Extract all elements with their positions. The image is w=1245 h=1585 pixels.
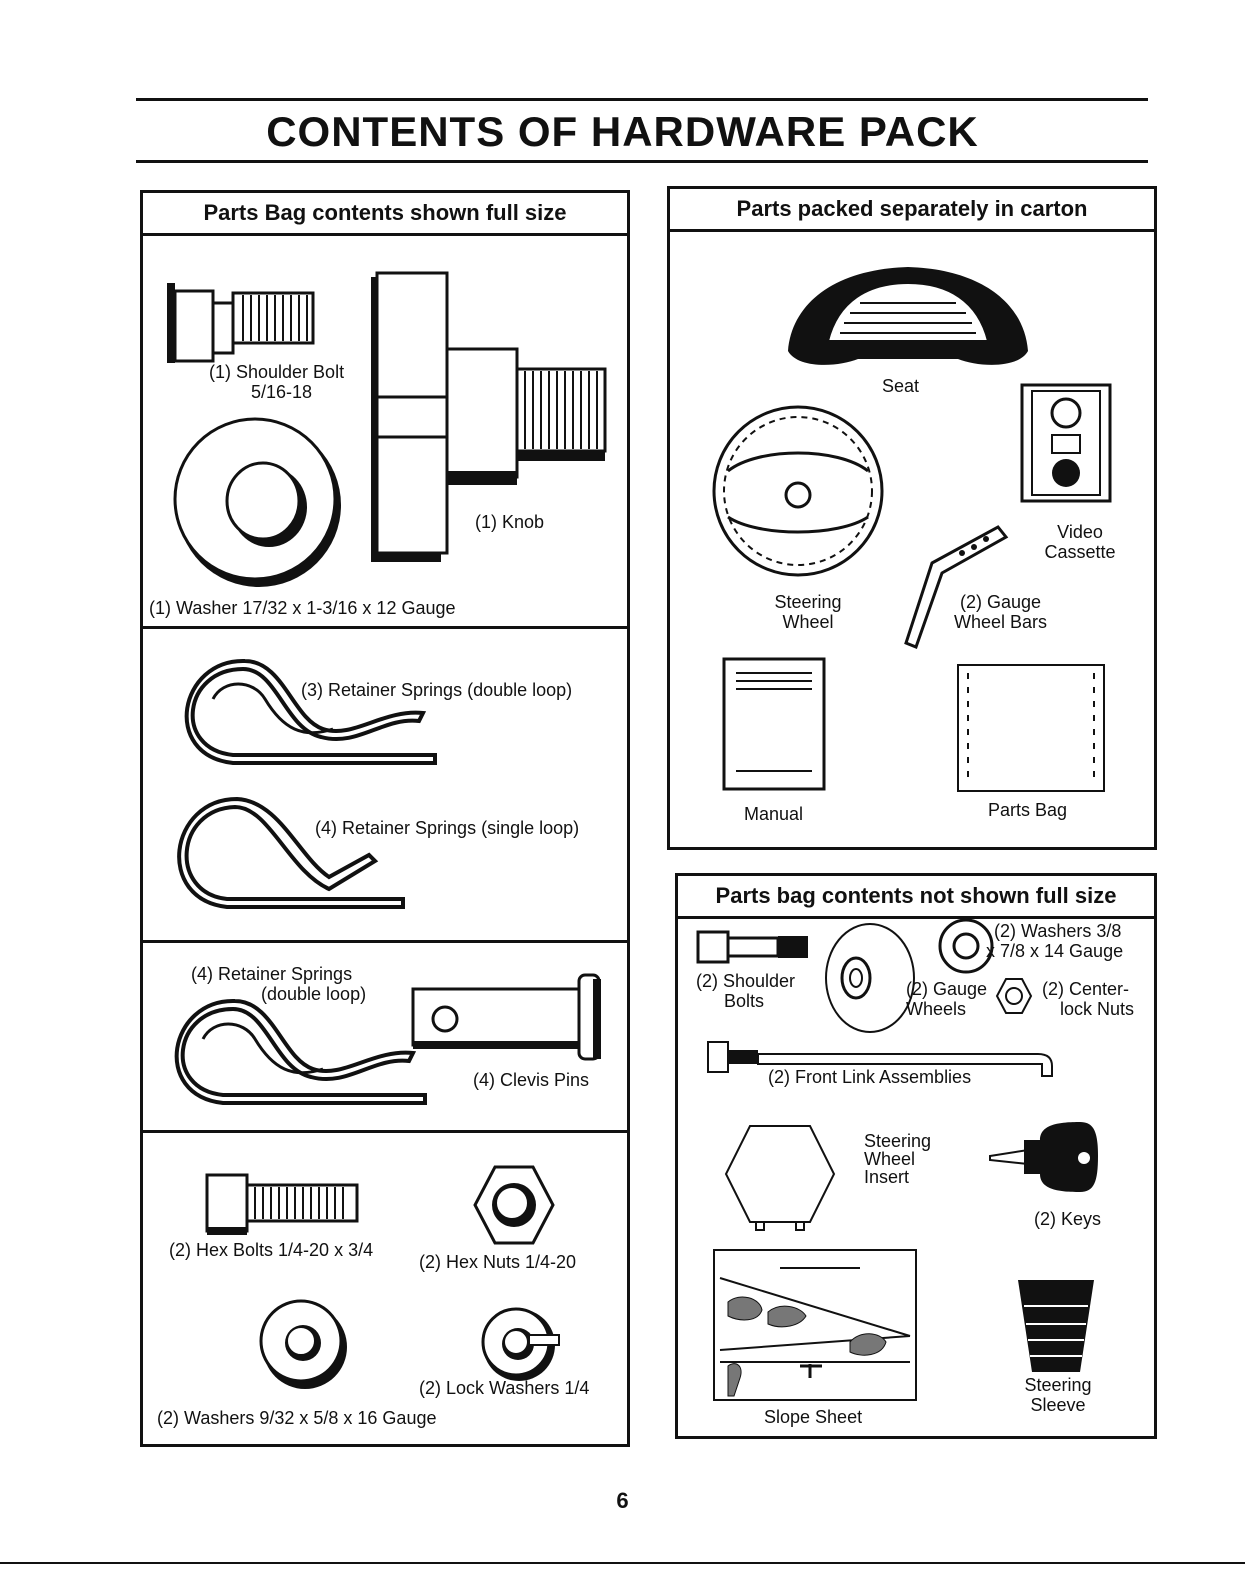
washer-small-icon [259, 1299, 347, 1389]
shoulder-bolts-label-2: Bolts [724, 991, 765, 1011]
center-nuts-label-2: lock Nuts [1060, 999, 1135, 1019]
left-section-3: (4) Retainer Springs (double loop) (4) C… [143, 943, 627, 1133]
hex-bolt-icon [205, 1173, 359, 1235]
front-link-label: (2) Front Link Assemblies [768, 1067, 972, 1087]
seat-label: Seat [882, 376, 920, 396]
shoulder-bolts-label-1: (2) Shoulder [696, 971, 796, 991]
lock-washers-label: (2) Lock Washers 1/4 [419, 1378, 590, 1398]
gauge-wheels-label-1: (2) Gauge [906, 979, 988, 999]
hex-bolts-label: (2) Hex Bolts 1/4-20 x 3/4 [169, 1240, 374, 1260]
knob-label: (1) Knob [475, 512, 545, 532]
right-top-panel-header: Parts packed separately in carton [670, 189, 1154, 232]
retainer-spring-single-loop-icon [177, 796, 405, 909]
right-top-panel: Parts packed separately in carton Seat V… [667, 186, 1157, 850]
shoulder-bolt-icon [167, 283, 315, 363]
hex-nuts-label: (2) Hex Nuts 1/4-20 [419, 1252, 577, 1272]
retainer-spring-icon [174, 998, 427, 1105]
washer-label: (1) Washer 17/32 x 1-3/16 x 12 Gauge [149, 598, 456, 618]
steering-sleeve-icon [1018, 1280, 1094, 1372]
lock-washer-icon [481, 1307, 560, 1381]
retainer-springs-label-1: (4) Retainer Springs [191, 964, 353, 984]
center-nuts-label-1: (2) Center- [1042, 979, 1130, 999]
shoulder-bolt-small-icon [696, 930, 808, 964]
shoulder-bolt-label-2: 5/16-18 [251, 382, 313, 402]
left-panel: Parts Bag contents shown full size (1) S… [140, 190, 630, 1447]
gauge-bars-label-2: Wheel Bars [954, 612, 1048, 632]
washer-icon [173, 417, 341, 587]
knob-icon [371, 271, 607, 562]
key-icon [989, 1122, 1098, 1192]
keys-label: (2) Keys [1034, 1209, 1102, 1229]
slope-sheet-label: Slope Sheet [764, 1407, 863, 1427]
left-section-4: (2) Hex Bolts 1/4-20 x 3/4 (2) Hex Nuts … [143, 1133, 627, 1447]
shoulder-bolt-label-1: (1) Shoulder Bolt [209, 362, 345, 382]
retainer-spring-double-loop-icon [184, 658, 437, 765]
insert-label-2: Wheel [864, 1149, 916, 1169]
left-section-1: (1) Shoulder Bolt 5/16-18 (1) Knob [143, 233, 627, 629]
slope-sheet-icon [713, 1249, 917, 1401]
parts-bag-label: Parts Bag [988, 800, 1068, 820]
steering-wheel-label-1: Steering [774, 592, 842, 612]
retainer-springs-label-2: (double loop) [261, 984, 367, 1004]
left-section-2: (3) Retainer Springs (double loop) (4) R… [143, 629, 627, 943]
manual-icon [722, 657, 826, 791]
sleeve-label-1: Steering [1024, 1375, 1092, 1395]
clevis-pin-icon [411, 973, 601, 1061]
page-title: CONTENTS OF HARDWARE PACK [266, 108, 979, 155]
manual-label: Manual [744, 804, 804, 824]
video-label-2: Cassette [1044, 542, 1116, 562]
right-bottom-panel-header: Parts bag contents not shown full size [678, 876, 1154, 919]
washers-38-label-1: (2) Washers 3/8 [994, 921, 1122, 941]
steering-wheel-insert-icon [724, 1125, 836, 1231]
gauge-wheel-icon [825, 923, 915, 1033]
gauge-wheels-label-2: Wheels [906, 999, 967, 1019]
insert-label-3: Insert [864, 1167, 910, 1187]
sleeve-label-2: Sleeve [1030, 1395, 1086, 1415]
double-loop-label: (3) Retainer Springs (double loop) [301, 680, 573, 700]
right-bottom-panel: Parts bag contents not shown full size (… [675, 873, 1157, 1439]
seat-icon [788, 267, 1028, 365]
steering-wheel-label-2: Wheel [782, 612, 834, 632]
parts-bag-icon [957, 664, 1105, 792]
video-cassette-icon [1020, 383, 1112, 503]
insert-label-1: Steering [864, 1131, 932, 1151]
center-lock-nut-icon [995, 978, 1033, 1014]
washers-38-label-2: x 7/8 x 14 Gauge [986, 941, 1124, 961]
washers-label: (2) Washers 9/32 x 5/8 x 16 Gauge [157, 1408, 437, 1428]
gauge-wheel-bar-icon [904, 525, 1009, 649]
title-underline [136, 160, 1148, 163]
bottom-rule [0, 1562, 1245, 1564]
washer-tiny-icon [938, 918, 994, 974]
clevis-pins-label: (4) Clevis Pins [473, 1070, 590, 1090]
gauge-bars-label-1: (2) Gauge [960, 592, 1042, 612]
hex-nut-icon [473, 1165, 555, 1245]
single-loop-label: (4) Retainer Springs (single loop) [315, 818, 580, 838]
front-link-assembly-icon [707, 1041, 1053, 1077]
left-panel-header: Parts Bag contents shown full size [143, 193, 627, 236]
top-rule [136, 98, 1148, 101]
page-number: 6 [616, 1488, 629, 1513]
steering-wheel-icon [712, 405, 884, 577]
video-label-1: Video [1057, 522, 1103, 542]
